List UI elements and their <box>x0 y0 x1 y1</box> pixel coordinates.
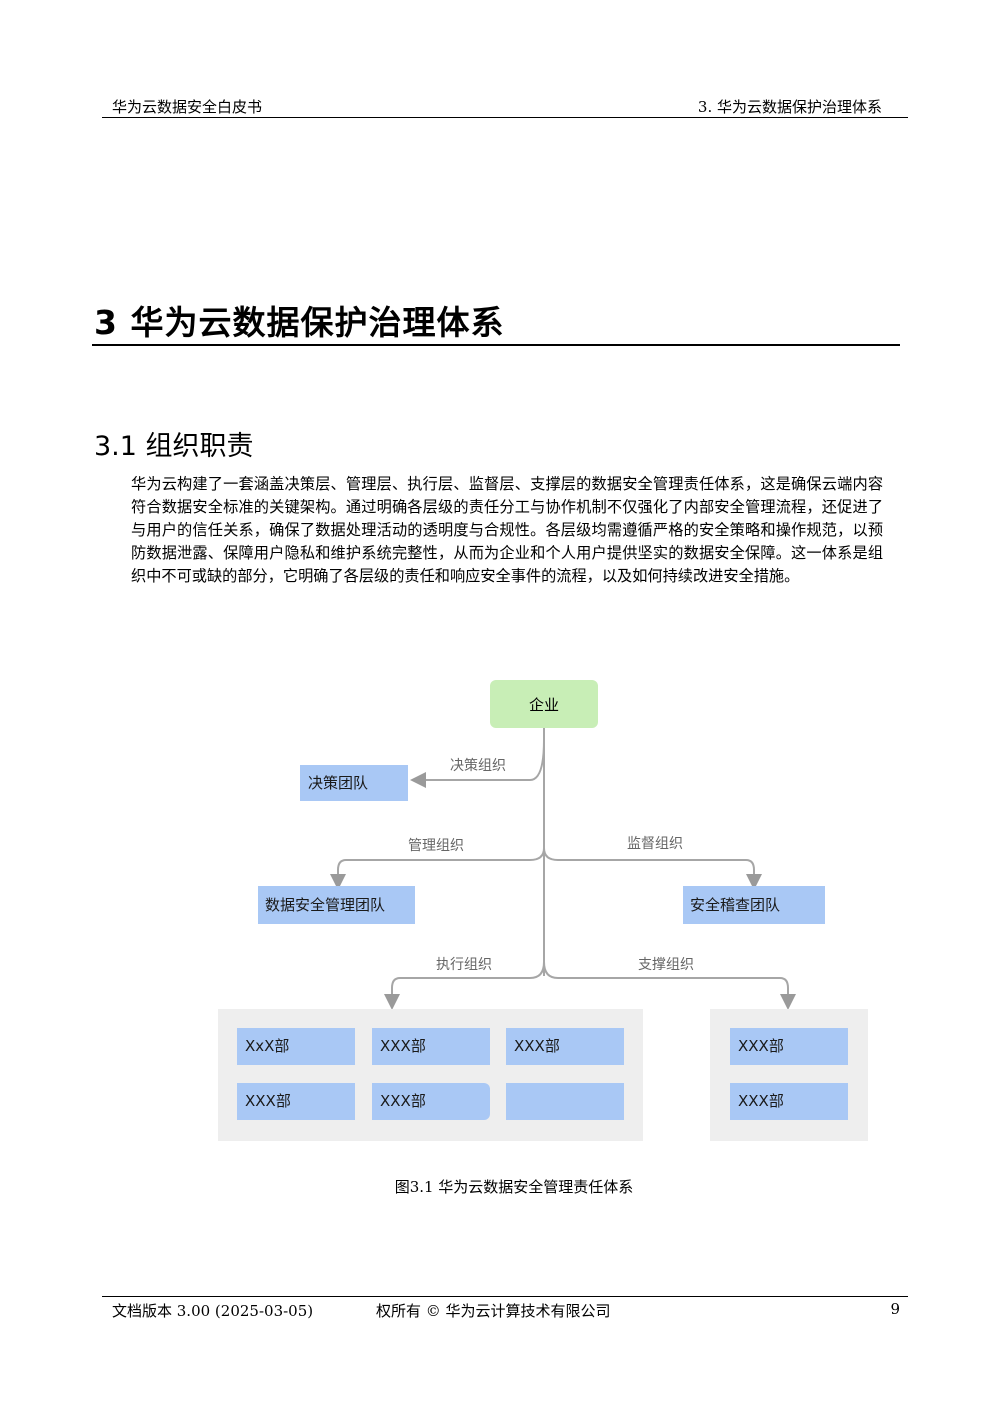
page-number: 9 <box>890 1300 900 1318</box>
root-node: 企业 <box>490 680 598 728</box>
execution-unit: XXX部 <box>372 1083 490 1120</box>
edge-label-supervision: 监督组织 <box>627 836 683 852</box>
decision-branch <box>410 739 545 788</box>
chapter-title: 3 华为云数据保护治理体系 <box>94 303 505 342</box>
page-header-left: 华为云数据安全白皮书 <box>112 98 263 116</box>
supervision-branch <box>543 847 762 890</box>
node-data-mgmt-team: 数据安全管理团队 <box>258 886 415 924</box>
execution-unit <box>506 1083 624 1120</box>
node-audit-team: 安全稽查团队 <box>683 886 825 924</box>
execution-unit: XXX部 <box>237 1083 355 1120</box>
edge-label-execution: 执行组织 <box>436 957 492 973</box>
footer-version: 文档版本 3.00 (2025-03-05) <box>112 1302 314 1320</box>
body-paragraph: 华为云构建了一套涵盖决策层、管理层、执行层、监督层、支撑层的数据安全管理责任体系… <box>131 475 883 585</box>
edge-label-decision: 决策组织 <box>450 758 506 774</box>
edge-label-management: 管理组织 <box>408 838 464 854</box>
node-decision-team: 决策团队 <box>300 765 408 801</box>
execution-unit: XxX部 <box>237 1028 355 1065</box>
management-branch <box>330 847 545 890</box>
figure-caption: 图3.1 华为云数据安全管理责任体系 <box>394 1178 634 1196</box>
support-unit: XXX部 <box>730 1028 848 1065</box>
page-header-right: 3. 华为云数据保护治理体系 <box>697 98 882 116</box>
header-rule <box>102 117 908 118</box>
footer-copyright: 权所有 © 华为云计算技术有限公司 <box>376 1302 611 1320</box>
footer-rule <box>102 1296 908 1297</box>
execution-branch <box>384 961 545 1010</box>
execution-unit: XXX部 <box>372 1028 490 1065</box>
chapter-rule <box>92 344 900 346</box>
support-branch <box>543 961 796 1010</box>
support-unit: XXX部 <box>730 1083 848 1120</box>
section-title: 3.1 组织职责 <box>94 431 254 462</box>
edge-label-support: 支撑组织 <box>638 957 694 973</box>
execution-unit: XXX部 <box>506 1028 624 1065</box>
